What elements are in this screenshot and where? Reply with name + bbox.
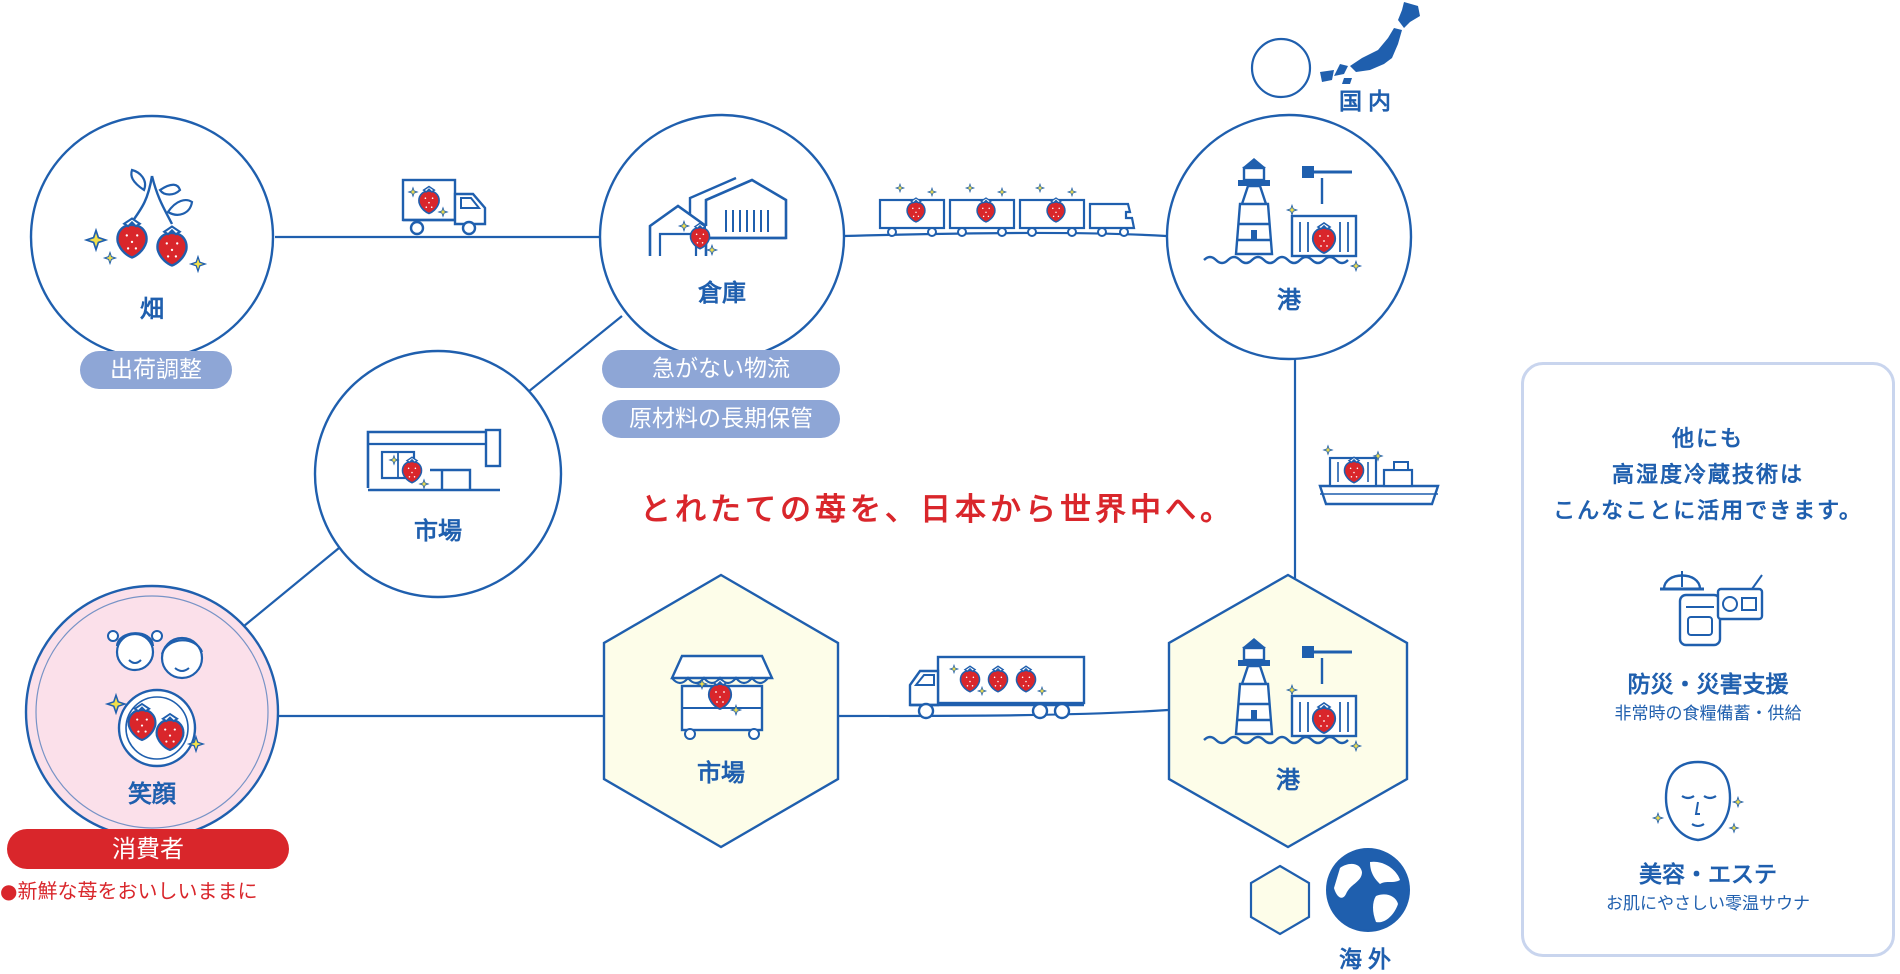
freight-train-icon	[878, 183, 1136, 237]
field-tag-shipping-adjustment: 出荷調整	[80, 351, 232, 389]
field-label: 畑	[140, 295, 164, 323]
port-domestic-node	[1165, 113, 1413, 361]
port-overseas-label: 港	[1276, 766, 1300, 794]
headline: とれたての苺を、日本から世界中へ。	[640, 492, 1235, 528]
consumer-note: ●新鮮な苺をおいしいままに	[0, 879, 258, 903]
market-domestic-node	[313, 349, 563, 599]
overseas-legend	[1249, 848, 1410, 936]
consumer-node	[24, 584, 280, 840]
market-domestic-label: 市場	[414, 517, 462, 545]
field-node	[29, 114, 275, 360]
overseas-label: 海外	[1339, 947, 1397, 973]
beauty-esthetics-title: 美容・エステ	[1639, 862, 1777, 888]
warehouse-tag-slow-logistics: 急がない物流	[602, 350, 840, 388]
beauty-esthetics-desc: お肌にやさしい零温サウナ	[1606, 894, 1810, 914]
market-overseas-node	[602, 573, 840, 849]
japan-map-icon	[1320, 2, 1420, 84]
face-icon	[1652, 760, 1744, 842]
container-ship-icon	[1318, 445, 1440, 506]
disaster-kit-icon	[1660, 571, 1764, 647]
side-panel: 他にも 高湿度冷蔵技術は こんなことに活用できます。 防災・災害支援 非常時の食…	[1521, 362, 1895, 957]
warehouse-node	[598, 113, 846, 361]
delivery-truck-icon	[401, 178, 487, 236]
side-panel-title-line-1: 他にも	[1671, 427, 1744, 452]
disaster-support-desc: 非常時の食糧備蓄・供給	[1614, 704, 1802, 724]
side-panel-title-line-3: こんなことに活用できます。	[1553, 499, 1863, 524]
consumer-badge: 消費者	[7, 829, 289, 869]
domestic-label: 国内	[1339, 89, 1397, 115]
port-overseas-node	[1167, 573, 1409, 849]
consumer-label: 笑顔	[128, 780, 176, 808]
side-panel-title-line-2: 高湿度冷蔵技術は	[1611, 463, 1804, 488]
disaster-support-title: 防災・災害支援	[1627, 672, 1789, 698]
market-overseas-label: 市場	[697, 759, 745, 787]
port-domestic-label: 港	[1277, 286, 1301, 314]
domestic-legend	[1250, 2, 1420, 99]
refrigerated-truck-icon	[908, 655, 1086, 720]
warehouse-tag-long-term-storage: 原材料の長期保管	[602, 400, 840, 438]
warehouse-label: 倉庫	[698, 279, 746, 307]
globe-icon	[1326, 848, 1410, 932]
